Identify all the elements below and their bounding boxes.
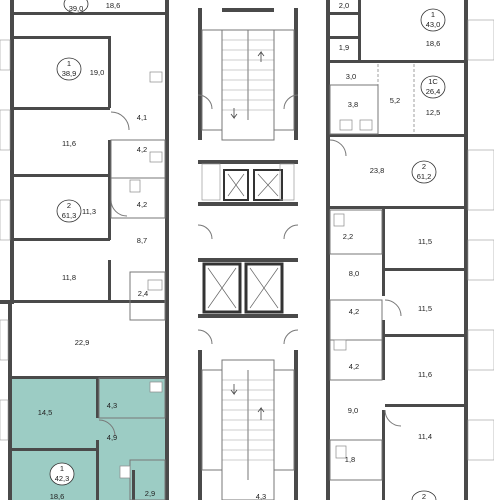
apartment-badge[interactable]: 2 61,3	[56, 199, 82, 223]
apartment-badge[interactable]: 1 43,0	[420, 8, 446, 32]
room-area: 18,6	[106, 1, 121, 10]
room-area: 4,2	[137, 145, 147, 154]
room-area: 4,3	[256, 492, 266, 500]
room-area: 11,3	[82, 207, 96, 216]
room-area: 5,2	[390, 96, 400, 105]
room-area: 2,2	[343, 232, 353, 241]
apartment-number: 1С	[428, 77, 438, 86]
room-area: 12,5	[426, 108, 441, 117]
room-area: 23,8	[370, 166, 385, 175]
room-area: 8,7	[137, 236, 147, 245]
apartment-area: 38,9	[62, 69, 77, 78]
room-area: 2,4	[138, 289, 148, 298]
central-core	[197, 8, 299, 500]
apartment-area: 26,4	[426, 87, 441, 96]
room-area: 11,5	[418, 237, 432, 246]
apartment-badge[interactable]: 1 38,9	[56, 57, 82, 81]
selected-apartment-highlight[interactable]	[12, 378, 166, 500]
room-area: 4,2	[137, 200, 147, 209]
room-area: 2,9	[145, 489, 155, 498]
left-block	[0, 0, 169, 500]
room-area: 8,0	[349, 269, 359, 278]
room-area: 14,5	[38, 408, 53, 417]
apartment-badge[interactable]: 2	[411, 490, 437, 500]
room-area: 11,4	[418, 432, 432, 441]
room-area: 3,0	[346, 72, 356, 81]
apartment-number: 2	[422, 162, 426, 171]
apartment-number: 2	[67, 201, 71, 210]
room-labels: 18,6 19,0 4,1 11,6 4,2 4,2 11,3 8,7 11,8…	[38, 1, 441, 500]
apartment-badges: 39,0 1 38,9 2 61,3 1 42,3 1 43,0 1С 26,4…	[49, 0, 446, 500]
apartment-number: 1	[60, 464, 64, 473]
room-area: 9,0	[348, 406, 358, 415]
apartment-area: 61,3	[62, 211, 77, 220]
room-area: 2,0	[339, 1, 349, 10]
apartment-badge[interactable]: 2 61,2	[411, 160, 437, 184]
room-area: 4,1	[137, 113, 147, 122]
room-area: 4,9	[107, 433, 117, 442]
room-area: 11,6	[418, 370, 432, 379]
room-area: 4,3	[107, 401, 117, 410]
apartment-area: 61,2	[417, 172, 432, 181]
apartment-area: 39,0	[69, 4, 84, 13]
room-area: 18,6	[426, 39, 441, 48]
apartment-number: 1	[67, 59, 71, 68]
room-area: 11,6	[62, 139, 76, 148]
apartment-number: 2	[422, 492, 426, 500]
apartment-badge[interactable]: 1 42,3	[49, 462, 75, 486]
room-area: 1,9	[339, 43, 349, 52]
right-block	[326, 0, 494, 500]
room-area: 4,2	[349, 362, 359, 371]
room-area: 22,9	[75, 338, 90, 347]
apartment-area: 42,3	[55, 474, 70, 483]
apartment-badge[interactable]: 39,0	[63, 0, 89, 14]
room-area: 4,2	[349, 307, 359, 316]
room-area: 18,6	[50, 492, 65, 500]
room-area: 1,8	[345, 455, 355, 464]
apartment-number: 1	[431, 10, 435, 19]
room-area: 3,8	[348, 100, 358, 109]
room-area: 11,5	[418, 304, 432, 313]
room-area: 19,0	[90, 68, 105, 77]
apartment-badge[interactable]: 1С 26,4	[420, 75, 446, 99]
apartment-area: 43,0	[426, 20, 441, 29]
room-area: 11,8	[62, 273, 76, 282]
